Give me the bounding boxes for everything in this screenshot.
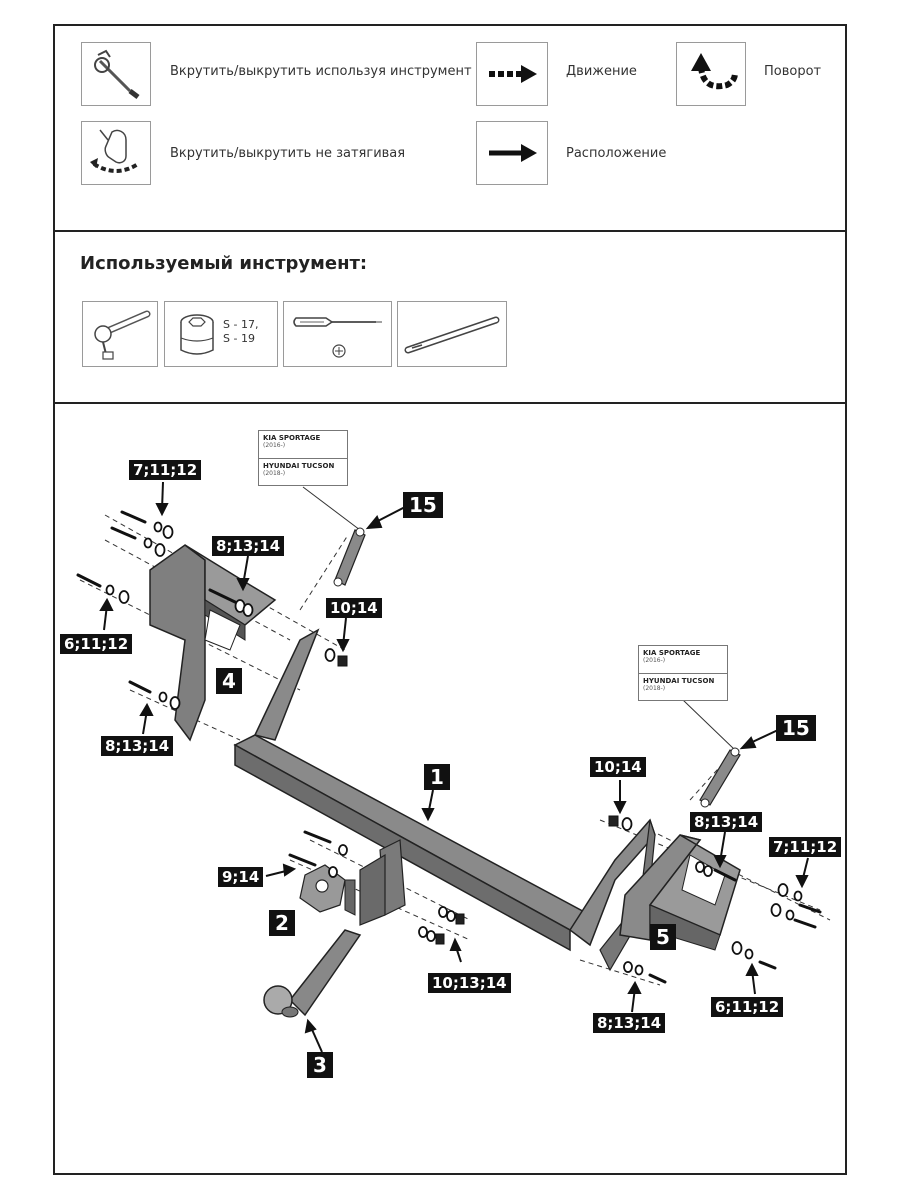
tools-title: Используемый инструмент: (80, 253, 368, 274)
callout-10-14-left: 10;14 (326, 598, 382, 618)
legend-location-text: Расположение (566, 146, 667, 161)
legend-hand-screw-text: Вкрутить/выкрутить не затягивая (170, 146, 406, 161)
callout-part-5: 5 (650, 924, 676, 950)
callout-8-13-14-right: 8;13;14 (690, 812, 763, 832)
left-model-box: KIA SPORTAGE(2016-) HYUNDAI TUCSON(2018-… (258, 430, 348, 486)
tool-screw-legend-icon (81, 42, 151, 106)
legend-movement-text: Движение (566, 64, 637, 79)
callout-10-13-14: 10;13;14 (428, 973, 511, 993)
callout-6-11-12-right: 6;11;12 (711, 997, 784, 1017)
callout-part-3: 3 (307, 1052, 333, 1078)
washers (105, 521, 803, 976)
divider-tools (53, 402, 847, 404)
callout-7-11-12-left: 7;11;12 (129, 460, 202, 480)
movement-arrow-icon (476, 42, 548, 106)
left-model-kia: KIA SPORTAGE(2016-) (263, 434, 321, 449)
crossbar-part-1 (233, 628, 656, 972)
legend-rotation-text: Поворот (764, 64, 822, 79)
divider-legend (53, 230, 847, 232)
left-bracket-part-4 (149, 544, 277, 742)
left-strap-part-15 (333, 527, 366, 587)
callout-part-2: 2 (269, 910, 295, 936)
callout-part-15-right: 15 (776, 715, 816, 741)
right-strap-part-15 (699, 747, 741, 808)
right-model-box: KIA SPORTAGE(2016-) HYUNDAI TUCSON(2018-… (638, 645, 728, 701)
socket-sizes-label: S - 17, S - 19 (223, 318, 259, 345)
callout-7-11-12-right: 7;11;12 (769, 837, 842, 857)
ratchet-wrench-icon (82, 301, 158, 367)
callout-9-14: 9;14 (218, 867, 264, 887)
left-model-hyundai: HYUNDAI TUCSON(2018-) (259, 458, 347, 485)
instruction-frame (53, 24, 847, 1175)
nuts (337, 655, 619, 945)
callout-6-11-12-left: 6;11;12 (60, 634, 133, 654)
ball-plate-part-2 (299, 864, 356, 916)
rotation-arrow-icon (676, 42, 746, 106)
right-model-kia: KIA SPORTAGE(2016-) (643, 649, 701, 664)
callout-8-13-14-bottom-right: 8;13;14 (593, 1013, 666, 1033)
right-bracket-part-5 (619, 834, 741, 951)
left-model-leader (302, 486, 361, 531)
callout-10-14-right: 10;14 (590, 757, 646, 777)
bolts (76, 510, 822, 984)
socket-head-icon: S - 17, S - 19 (164, 301, 278, 367)
tow-ball-part-3 (263, 929, 362, 1018)
screwdriver-icon (283, 301, 392, 367)
callout-part-1: 1 (424, 764, 450, 790)
hex-key-icon (397, 301, 507, 367)
callout-part-15-left: 15 (403, 492, 443, 518)
right-model-hyundai: HYUNDAI TUCSON(2018-) (639, 673, 727, 700)
location-arrow-icon (476, 121, 548, 185)
right-model-leader (682, 699, 736, 751)
callout-part-4: 4 (216, 668, 242, 694)
callout-arrows (99, 481, 809, 1053)
hand-screw-legend-icon (81, 121, 151, 185)
callout-8-13-14-bottom-left: 8;13;14 (101, 736, 174, 756)
callout-8-13-14-top-left: 8;13;14 (212, 536, 285, 556)
legend-tool-screw-text: Вкрутить/выкрутить используя инструмент (170, 64, 472, 79)
